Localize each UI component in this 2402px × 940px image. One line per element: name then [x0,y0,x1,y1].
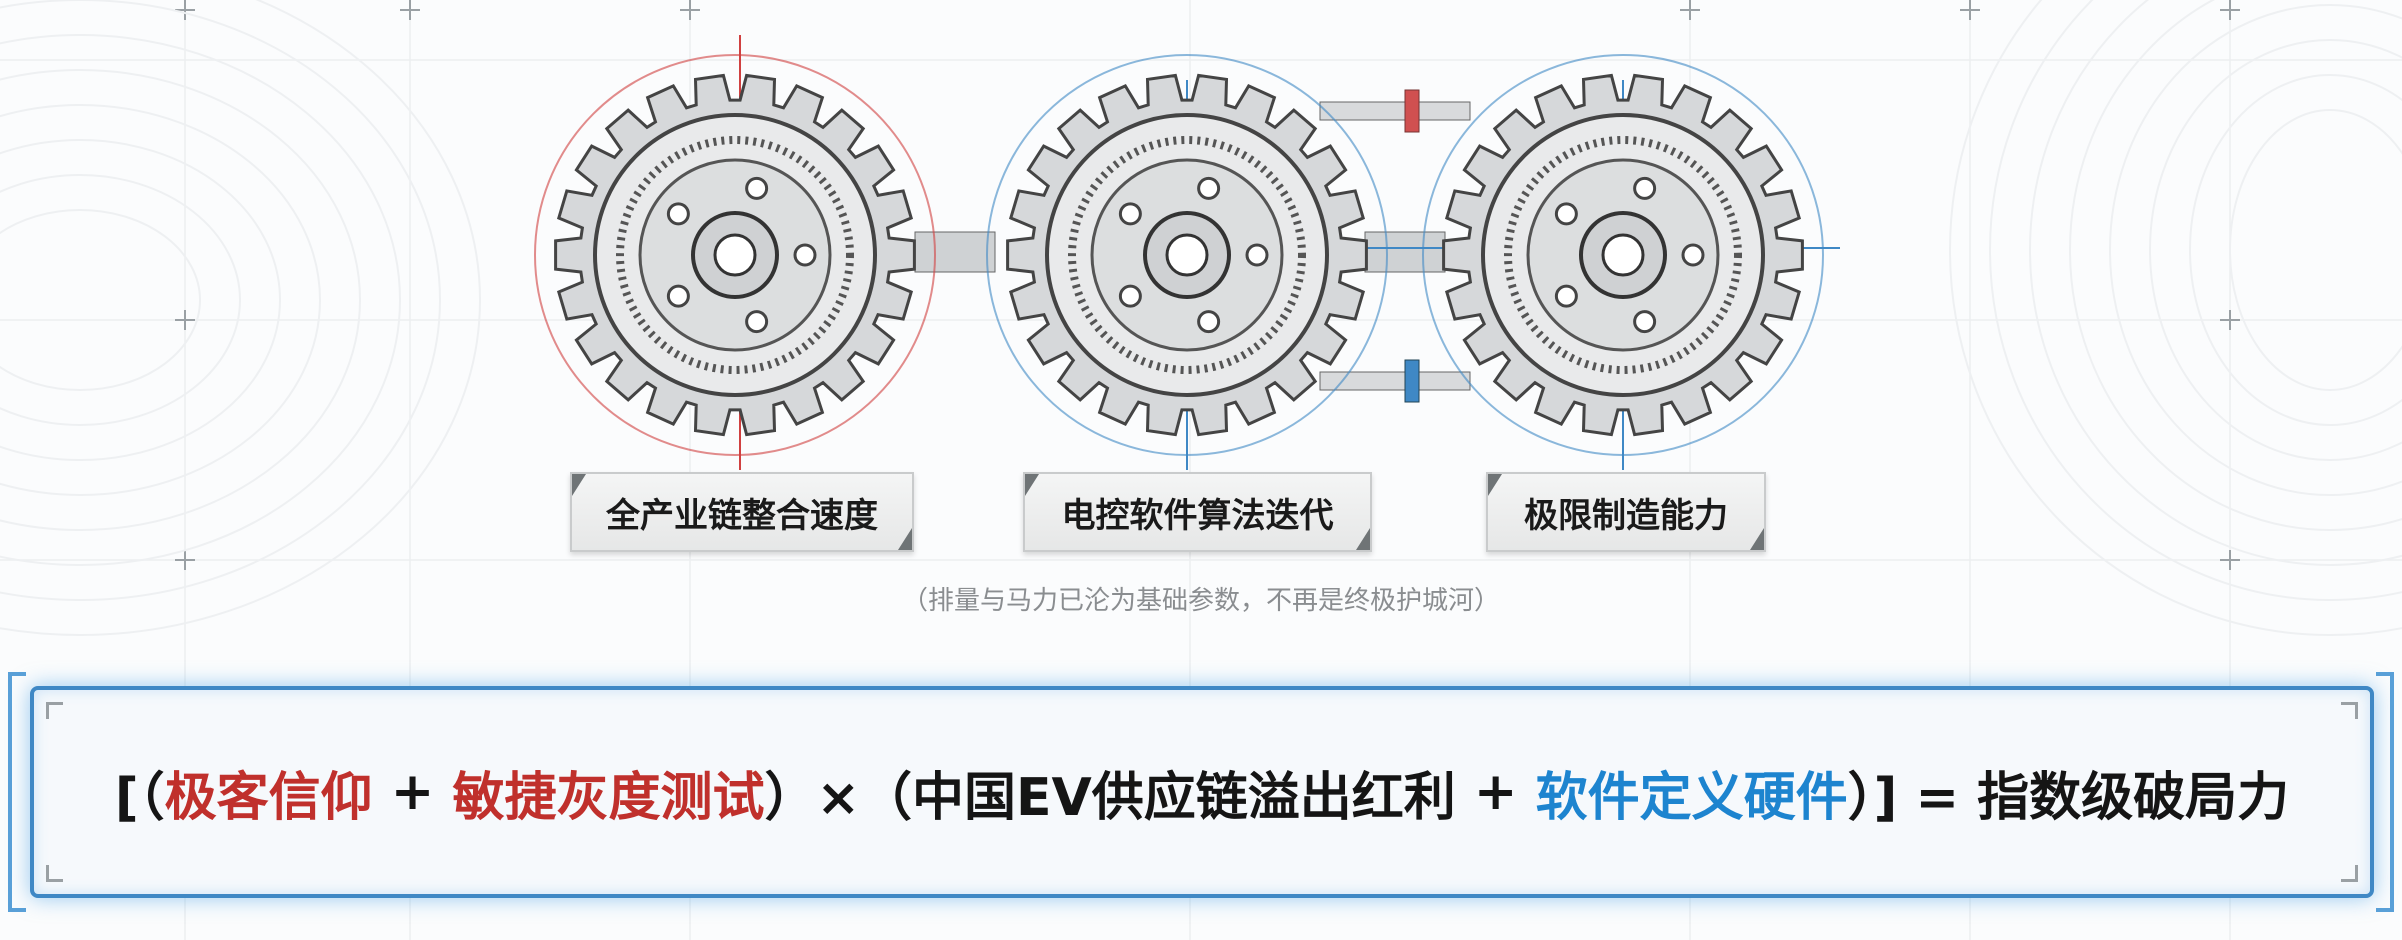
bolt-hole [666,202,690,226]
blue-coupling [1404,359,1420,403]
crosshair-icon [2220,550,2240,570]
term-supply-chain: ）×（中国EV供应链溢出红利 [764,767,1456,828]
bolt-hole [745,310,769,334]
formula: [（极客信仰 + 敏捷灰度测试）×（中国EV供应链溢出红利 + 软件定义硬件）]… [34,690,2370,894]
term-agile-testing: 敏捷灰度测试 [452,767,765,828]
contour-line [2189,74,2402,426]
plus-sign: + [372,762,453,822]
crosshair-icon [680,0,700,20]
bolt-hole [1197,176,1221,200]
bolt-hole [793,243,817,267]
contour-line [2149,39,2402,461]
contour-line [0,34,401,566]
contour-line [0,209,201,391]
formula-result: ）] = 指数级破局力 [1847,767,2290,828]
label-software-iteration: 电控软件算法迭代 [1023,472,1372,552]
bolt-hole [745,176,769,200]
shaft-connector [1364,231,1446,273]
rod [1319,101,1471,121]
contour-line [2109,4,2402,496]
contour-line [2029,0,2402,566]
contour-line [1989,0,2402,601]
label-manufacturing: 极限制造能力 [1486,472,1766,552]
red-coupling [1404,89,1420,133]
bolt-hole [1245,243,1269,267]
label-industry-chain: 全产业链整合速度 [570,472,914,552]
rod [1319,371,1471,391]
guide-circle [986,54,1388,456]
crosshair-icon [1680,0,1700,20]
gear-bore [1601,233,1645,277]
corner-mark [46,865,63,882]
bolt-hole [1554,202,1578,226]
bracket-right [2376,672,2394,912]
crosshair-icon [2220,310,2240,330]
formula-open: [（ [114,767,165,828]
bolt-hole [666,284,690,308]
contour-line [0,69,361,531]
term-geek-belief: 极客信仰 [164,767,373,828]
gear-inner-teeth [1068,136,1306,374]
contour-line [0,104,321,496]
crosshair-icon [175,550,195,570]
shaft-connector [914,231,996,273]
crosshair-icon [175,0,195,20]
gear-inner-teeth [616,136,854,374]
gear-inner-teeth [1504,136,1742,374]
bolt-hole [1633,176,1657,200]
term-software-defined: 软件定义硬件 [1535,767,1848,828]
bolt-hole [1633,310,1657,334]
footnote: （排量与马力已沦为基础参数，不再是终极护城河） [901,586,1500,616]
formula-box: [（极客信仰 + 敏捷灰度测试）×（中国EV供应链溢出红利 + 软件定义硬件）]… [30,686,2374,898]
crosshair-icon [400,0,420,20]
guide-circle [534,54,936,456]
crosshair-icon [175,310,195,330]
bolt-hole [1197,310,1221,334]
guide-circle [1422,54,1824,456]
contour-line [0,139,281,461]
contour-line [0,0,441,601]
bracket-left [8,672,26,912]
contour-line [0,174,241,426]
bolt-hole [1118,284,1142,308]
bolt-hole [1554,284,1578,308]
corner-mark [46,702,63,719]
contour-line [2229,109,2402,391]
crosshair-icon [1960,0,1980,20]
bolt-hole [1681,243,1705,267]
plus-sign: + [1455,762,1536,822]
corner-mark [2341,865,2358,882]
gear-bore [1165,233,1209,277]
contour-line [2069,0,2402,531]
crosshair-icon [2220,0,2240,20]
contour-line [1949,0,2402,636]
bolt-hole [1118,202,1142,226]
gear-bore [713,233,757,277]
corner-mark [2341,702,2358,719]
contour-line [0,0,481,636]
